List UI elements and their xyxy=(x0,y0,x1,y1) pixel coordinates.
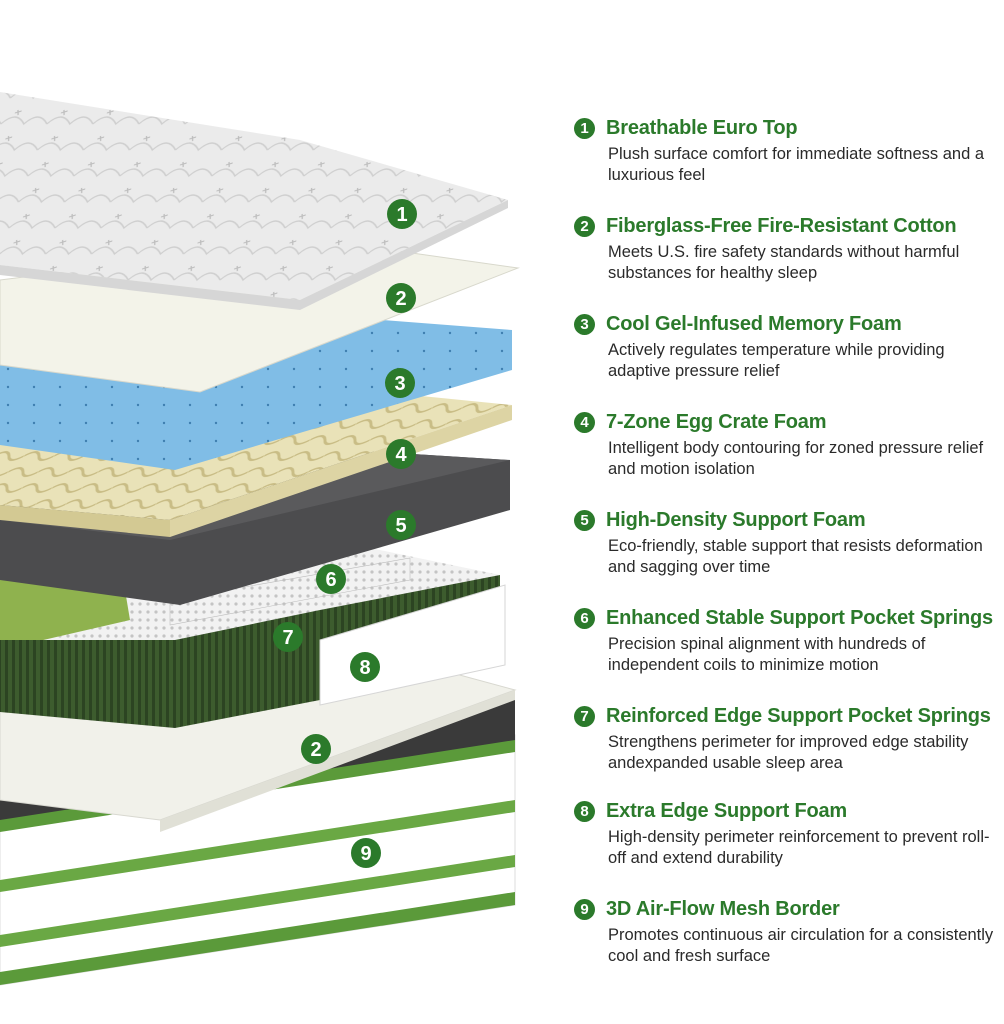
legend-description: High-density perimeter reinforcement to … xyxy=(608,828,990,867)
legend-title: 7-Zone Egg Crate Foam xyxy=(606,410,827,433)
layer-badge-1: 1 xyxy=(387,199,417,229)
svg-text:3: 3 xyxy=(394,373,405,395)
legend-title: 3D Air-Flow Mesh Border xyxy=(606,897,840,920)
svg-text:7: 7 xyxy=(282,627,293,649)
legend-description: Precision spinal alignment with hundreds… xyxy=(608,635,926,674)
legend-item-4: 4 7-Zone Egg Crate Foam Intelligent body … xyxy=(574,408,1002,480)
numbered-circle-icon: 1 xyxy=(574,117,595,139)
legend-title: Breathable Euro Top xyxy=(606,116,798,139)
legend-description: Strengthens perimeter for improved edge … xyxy=(608,733,969,772)
legend-description: Intelligent body contouring for zoned pr… xyxy=(608,439,984,478)
numbered-circle-icon: 2 xyxy=(574,215,595,237)
legend-description: Meets U.S. fire safety standards without… xyxy=(608,243,960,282)
legend-item-5: 5 High-Density Support Foam Eco-friendly… xyxy=(574,506,1002,578)
legend-title: Extra Edge Support Foam xyxy=(606,799,847,822)
svg-text:8: 8 xyxy=(359,657,370,679)
layer-badge-4: 4 xyxy=(386,439,416,469)
layer-badge-7: 7 xyxy=(273,622,303,652)
svg-text:9: 9 xyxy=(360,843,371,865)
layer-badge-6: 6 xyxy=(316,564,346,594)
legend-item-8: 8 Extra Edge Support Foam High-density pe… xyxy=(574,797,1002,869)
legend-item-2: 2 Fiberglass-Free Fire-Resistant Cotton M… xyxy=(574,212,1002,284)
svg-text:4: 4 xyxy=(395,444,407,466)
numbered-circle-icon: 7 xyxy=(574,705,595,727)
legend-description: Eco-friendly, stable support that resist… xyxy=(608,537,983,576)
layer-badge-8: 8 xyxy=(350,652,380,682)
legend-item-9: 9 3D Air-Flow Mesh Border Promotes contin… xyxy=(574,895,1002,967)
layer-pocket-springs xyxy=(0,548,506,728)
legend-title: Reinforced Edge Support Pocket Springs xyxy=(606,704,991,727)
svg-text:5: 5 xyxy=(395,515,406,537)
legend-description: Plush surface comfort for immediate soft… xyxy=(608,145,985,184)
mattress-layers-illustration: 1 2 3 4 5 6 7 8 2 9 xyxy=(0,92,520,986)
numbered-circle-icon: 6 xyxy=(574,607,595,629)
legend-item-1: 1 Breathable Euro Top Plush surface comfo… xyxy=(574,114,1002,186)
numbered-circle-icon: 4 xyxy=(574,411,595,433)
layer-badge-3: 3 xyxy=(385,368,415,398)
layer-badge-5: 5 xyxy=(386,510,416,540)
svg-text:2: 2 xyxy=(395,288,406,310)
numbered-circle-icon: 5 xyxy=(574,509,595,531)
numbered-circle-icon: 8 xyxy=(574,800,595,822)
svg-text:6: 6 xyxy=(325,569,336,591)
layer-badge-9: 9 xyxy=(351,838,381,868)
legend-title: High-Density Support Foam xyxy=(606,508,866,531)
layer-euro-top xyxy=(0,92,508,310)
svg-text:2: 2 xyxy=(310,739,321,761)
numbered-circle-icon: 3 xyxy=(574,313,595,335)
legend-title: Enhanced Stable Support Pocket Springs xyxy=(606,606,993,629)
legend-item-3: 3 Cool Gel-Infused Memory Foam Actively r… xyxy=(574,310,1002,382)
legend-description: Actively regulates temperature while pro… xyxy=(608,341,945,380)
numbered-circle-icon: 9 xyxy=(574,898,595,920)
legend-title: Fiberglass-Free Fire-Resistant Cotton xyxy=(606,214,957,237)
legend-title: Cool Gel-Infused Memory Foam xyxy=(606,312,902,335)
layer-badge-2-bottom: 2 xyxy=(301,734,331,764)
svg-text:1: 1 xyxy=(396,204,407,226)
layer-badge-2: 2 xyxy=(386,283,416,313)
legend-description: Promotes continuous air circulation for … xyxy=(608,926,994,965)
